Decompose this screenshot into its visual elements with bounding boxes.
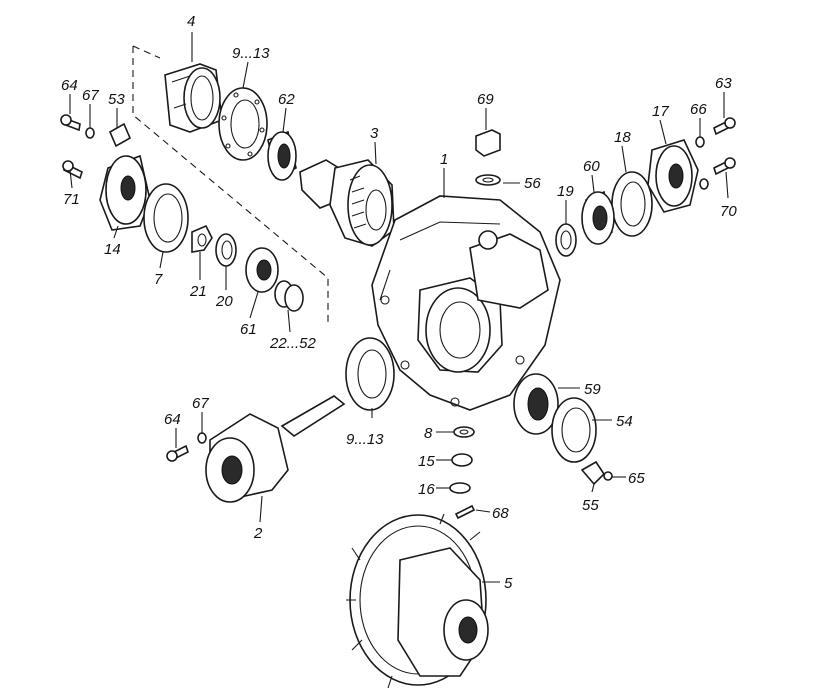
part-54-adjusting-nut — [551, 397, 597, 463]
part-9-13-shim-bottom — [345, 337, 395, 411]
label-3: 3 — [370, 125, 379, 142]
label-61: 61 — [240, 321, 257, 338]
label-56: 56 — [524, 175, 541, 192]
part-8-washer — [453, 426, 475, 438]
label-9-13-bottom: 9...13 — [346, 431, 384, 448]
label-18: 18 — [614, 129, 631, 146]
label-63: 63 — [715, 75, 732, 92]
label-66: 66 — [690, 101, 707, 118]
label-65: 65 — [628, 470, 645, 487]
part-53-lock-plate — [108, 122, 132, 148]
part-56-washer — [475, 174, 501, 186]
label-54: 54 — [616, 413, 633, 430]
part-59-bearing — [513, 373, 559, 435]
label-2: 2 — [253, 525, 263, 542]
label-22-52: 22...52 — [269, 335, 317, 352]
part-1-axle-housing — [371, 195, 561, 411]
part-62-bearing — [267, 130, 297, 181]
part-5-differential — [346, 513, 489, 689]
label-14: 14 — [104, 241, 121, 258]
part-2-pinion-assembly — [205, 395, 346, 503]
part-3-drive-pinion — [299, 159, 395, 247]
label-71: 71 — [63, 191, 80, 208]
label-9-13-top: 9...13 — [232, 45, 270, 62]
part-64-bolt-bottom — [166, 444, 189, 462]
part-63-bolt — [713, 117, 736, 136]
part-4-bearing-cup — [164, 63, 223, 133]
label-67-top: 67 — [82, 87, 99, 104]
part-21-nut — [191, 224, 213, 253]
label-19: 19 — [557, 183, 574, 200]
label-59: 59 — [584, 381, 601, 398]
label-16: 16 — [418, 481, 435, 498]
label-7: 7 — [154, 271, 163, 288]
part-9-13-shim-top — [218, 87, 268, 161]
part-15-lockwasher — [451, 453, 473, 467]
part-61-bearing — [245, 247, 279, 293]
part-67-washer-top — [85, 127, 95, 139]
label-1: 1 — [440, 151, 448, 168]
callout-labels: 4 9...13 62 3 64 67 53 71 14 7 21 20 61 … — [61, 13, 737, 592]
part-60-bearing — [581, 190, 615, 245]
label-20: 20 — [215, 293, 233, 310]
part-19-ring — [555, 223, 577, 257]
part-17-cover-flange — [647, 139, 699, 213]
part-66-washer — [695, 136, 705, 148]
part-67-washer-bottom — [197, 432, 207, 444]
label-4: 4 — [187, 13, 195, 30]
part-55-lock-plate — [580, 460, 606, 486]
part-22-52-spacers — [274, 280, 304, 312]
label-8: 8 — [424, 425, 433, 442]
part-65-bolt — [603, 471, 613, 481]
part-16-ring — [449, 482, 471, 494]
label-69: 69 — [477, 91, 494, 108]
part-70-bolt — [699, 157, 736, 190]
label-21: 21 — [189, 283, 207, 300]
part-7-gasket — [143, 183, 189, 253]
label-55: 55 — [582, 497, 599, 514]
label-15: 15 — [418, 453, 435, 470]
label-17: 17 — [652, 103, 669, 120]
label-70: 70 — [720, 203, 737, 220]
label-5: 5 — [504, 575, 513, 592]
label-60: 60 — [583, 158, 600, 175]
part-68-pin — [454, 504, 476, 520]
part-64-bolt-top — [60, 114, 81, 132]
label-62: 62 — [278, 91, 295, 108]
label-67-bottom: 67 — [192, 395, 209, 412]
part-20-lockwasher — [215, 233, 237, 267]
label-64-top: 64 — [61, 77, 78, 94]
part-69-plug — [475, 129, 501, 157]
part-18-gasket — [611, 171, 653, 237]
part-14-cover-flange — [99, 154, 151, 231]
part-71-bolt — [62, 160, 83, 180]
dashed-group-frame — [132, 45, 329, 324]
label-53: 53 — [108, 91, 125, 108]
label-68: 68 — [492, 505, 509, 522]
label-64-bottom: 64 — [164, 411, 181, 428]
leader-lines — [69, 32, 729, 583]
